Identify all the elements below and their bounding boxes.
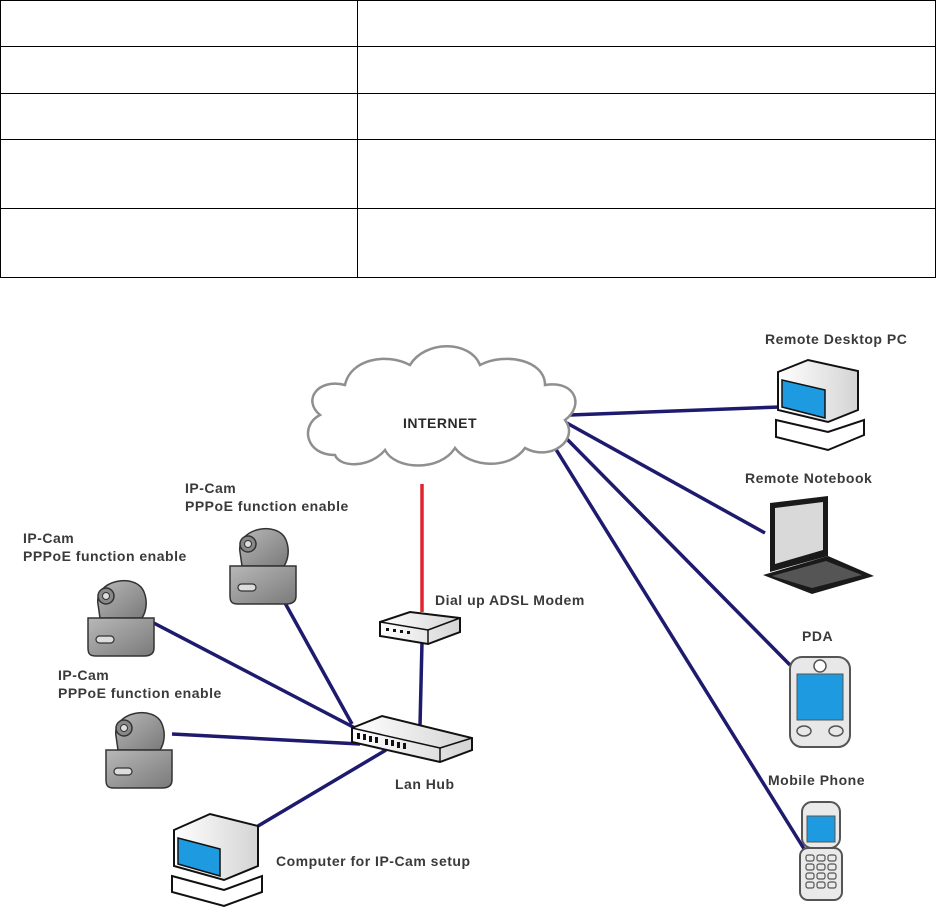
pda-label: PDA: [802, 628, 833, 644]
mobile-phone: Mobile Phone: [768, 772, 865, 901]
link-cam1-hub: [283, 602, 354, 725]
setup-computer-label: Computer for IP-Cam setup: [276, 853, 471, 869]
link-pc-hub: [257, 748, 387, 828]
ip-cam-2: IP-Cam PPPoE function enable: [23, 530, 187, 657]
internet-label: INTERNET: [403, 415, 477, 431]
table-cell: [0, 208, 358, 278]
table-row: [0, 139, 936, 209]
modem-label: Dial up ADSL Modem: [435, 592, 585, 608]
connections: [147, 405, 808, 853]
internet-cloud: INTERNET: [306, 345, 577, 467]
ip-camera-icon: [105, 711, 173, 789]
ip-cam-3: IP-Cam PPPoE function enable: [58, 667, 222, 789]
link-internet-mobile: [550, 442, 808, 853]
link-internet-notebook: [564, 420, 766, 535]
ip-cam-subtitle: PPPoE function enable: [185, 498, 349, 514]
hub-icon: [351, 714, 473, 764]
table-row: [0, 46, 936, 94]
link-internet-pda: [558, 430, 792, 667]
ip-cam-title: IP-Cam: [23, 530, 74, 546]
ip-cam-1: IP-Cam PPPoE function enable: [185, 480, 349, 605]
ip-cam-title: IP-Cam: [58, 667, 109, 683]
link-internet-desktop: [569, 405, 781, 417]
table-cell: [357, 139, 936, 209]
pda: PDA: [789, 628, 851, 748]
table-cell: [357, 93, 936, 140]
table-cell: [0, 0, 358, 47]
ip-cam-subtitle: PPPoE function enable: [58, 685, 222, 701]
desktop-pc-icon: [775, 358, 865, 452]
table-cell: [0, 139, 358, 209]
table-row: [0, 93, 936, 140]
setup-computer: Computer for IP-Cam setup: [171, 812, 471, 908]
network-diagram: INTERNET Remote Desktop PC Remote Notebo…: [23, 331, 907, 908]
empty-table: [0, 0, 936, 278]
table-cell: [357, 208, 936, 278]
link-cam3-hub: [171, 732, 361, 746]
adsl-modem: Dial up ADSL Modem: [379, 592, 585, 646]
notebook-icon: [763, 496, 874, 594]
lan-hub: Lan Hub: [351, 714, 473, 792]
table-cell: [357, 0, 936, 47]
ip-camera-icon: [87, 579, 155, 657]
ip-cam-title: IP-Cam: [185, 480, 236, 496]
cloud-icon: [306, 345, 577, 467]
table-cell: [0, 46, 358, 94]
table-row: [0, 208, 936, 278]
pda-icon: [789, 656, 851, 748]
remote-desktop-label: Remote Desktop PC: [765, 331, 907, 347]
ip-cam-subtitle: PPPoE function enable: [23, 548, 187, 564]
modem-icon: [379, 610, 461, 646]
desktop-pc-icon: [171, 812, 263, 908]
mobile-phone-icon: [799, 801, 843, 901]
remote-notebook-label: Remote Notebook: [745, 470, 872, 486]
remote-notebook: Remote Notebook: [745, 470, 874, 594]
hub-label: Lan Hub: [395, 776, 455, 792]
table-row: [0, 0, 936, 47]
remote-desktop-pc: Remote Desktop PC: [765, 331, 907, 452]
link-modem-hub: [418, 641, 424, 727]
table-cell: [357, 46, 936, 94]
ip-camera-icon: [229, 527, 297, 605]
link-cam2-hub: [147, 618, 356, 730]
mobile-phone-label: Mobile Phone: [768, 772, 865, 788]
table-cell: [0, 93, 358, 140]
